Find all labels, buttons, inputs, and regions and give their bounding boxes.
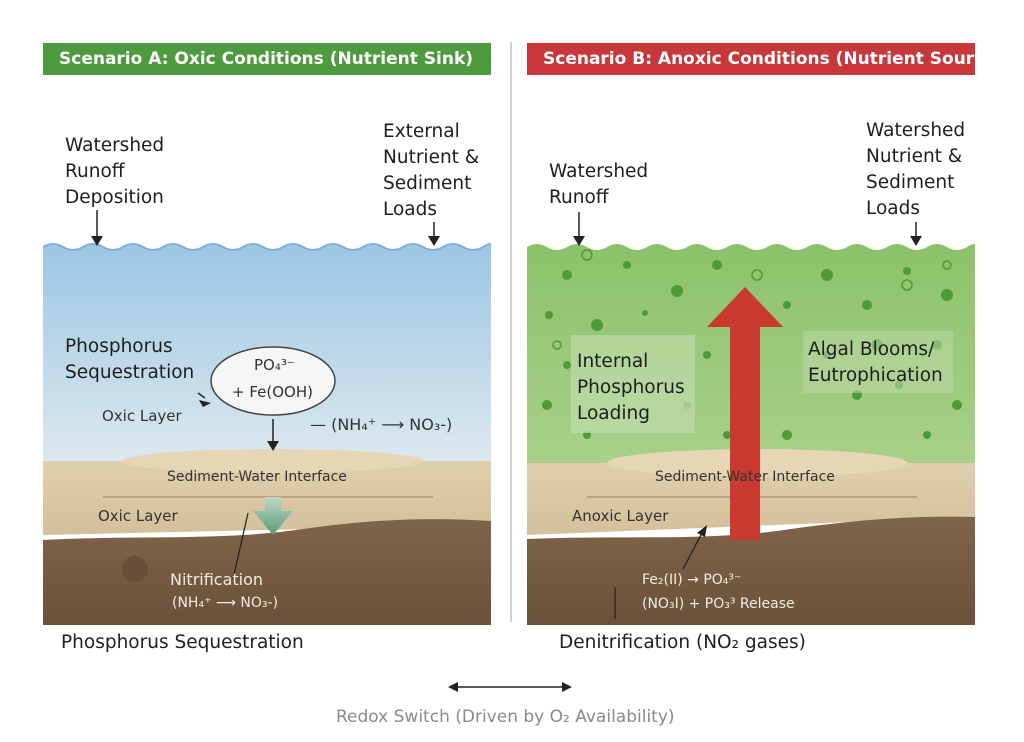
scenario-a-loads-arrow [428, 222, 440, 246]
a-oval-formula-line1: PO₄³⁻ [254, 356, 295, 374]
mud-layer [527, 516, 975, 625]
a-external-loads-label: External Nutrient & Sediment Loads [383, 121, 480, 220]
b-sediment-water-interface-label: Sediment-Water Interface [655, 469, 835, 485]
b-internal-loading-label: Internal Phosphorus Loading [577, 351, 685, 424]
scenario-a-banner: Scenario A: Oxic Conditions (Nutrient Si… [43, 43, 491, 75]
scenario-b-banner: Scenario B: Anoxic Conditions (Nutrient … [527, 43, 1004, 75]
upward-release-arrow [707, 287, 783, 540]
b-watershed-runoff-label: Watershed Runoff [549, 161, 649, 208]
scenario-b-loads-arrow [910, 222, 922, 246]
a-oxic-layer-sediment-label: Oxic Layer [98, 507, 178, 525]
mud-layer [43, 519, 491, 625]
a-phosphorus-sequestration-label: Phosphorus Sequestration [65, 336, 195, 383]
b-bottom-caption: Denitrification (NO₂ gases) [559, 632, 806, 653]
a-sediment-water-interface-label: Sediment-Water Interface [167, 469, 347, 485]
a-watershed-runoff-label: Watershed Runoff Deposition [65, 135, 165, 208]
b-algal-blooms-label: Algal Blooms/ Eutrophication [808, 339, 943, 386]
a-oxic-layer-water-label: Oxic Layer [102, 407, 182, 425]
algae-particles [542, 260, 962, 440]
b-anoxic-layer-label: Anoxic Layer [572, 507, 669, 525]
b-watershed-loads-label: Watershed Nutrient & Sediment Loads [866, 120, 966, 219]
b-release-line1: Fe₂(II) → PO₄³⁻ [642, 572, 742, 588]
scenario-a-runoff-arrow [91, 210, 103, 246]
a-oval-formula-line2: + Fe(OOH) [232, 383, 313, 401]
scenario-b-runoff-arrow [573, 212, 585, 246]
redox-switch-caption: Redox Switch (Driven by O₂ Availability) [336, 707, 675, 727]
downward-arrow [253, 497, 293, 535]
scenario-b-illustration [527, 244, 975, 625]
a-nitrification-label: Nitrification [170, 570, 264, 589]
redox-switch-arrow [448, 682, 572, 692]
a-nitrification-formula: (NH₄⁺ ⟶ NO₃-) [172, 595, 279, 611]
a-nitrogen-conversion-label: — (NH₄⁺ ⟶ NO₃-) [310, 415, 453, 434]
b-release-line2: (NO₃I) + PO₃³ Release [642, 596, 795, 612]
a-bottom-caption: Phosphorus Sequestration [61, 632, 304, 653]
scenario-divider [510, 42, 512, 622]
scenario-a-illustration [43, 243, 491, 625]
